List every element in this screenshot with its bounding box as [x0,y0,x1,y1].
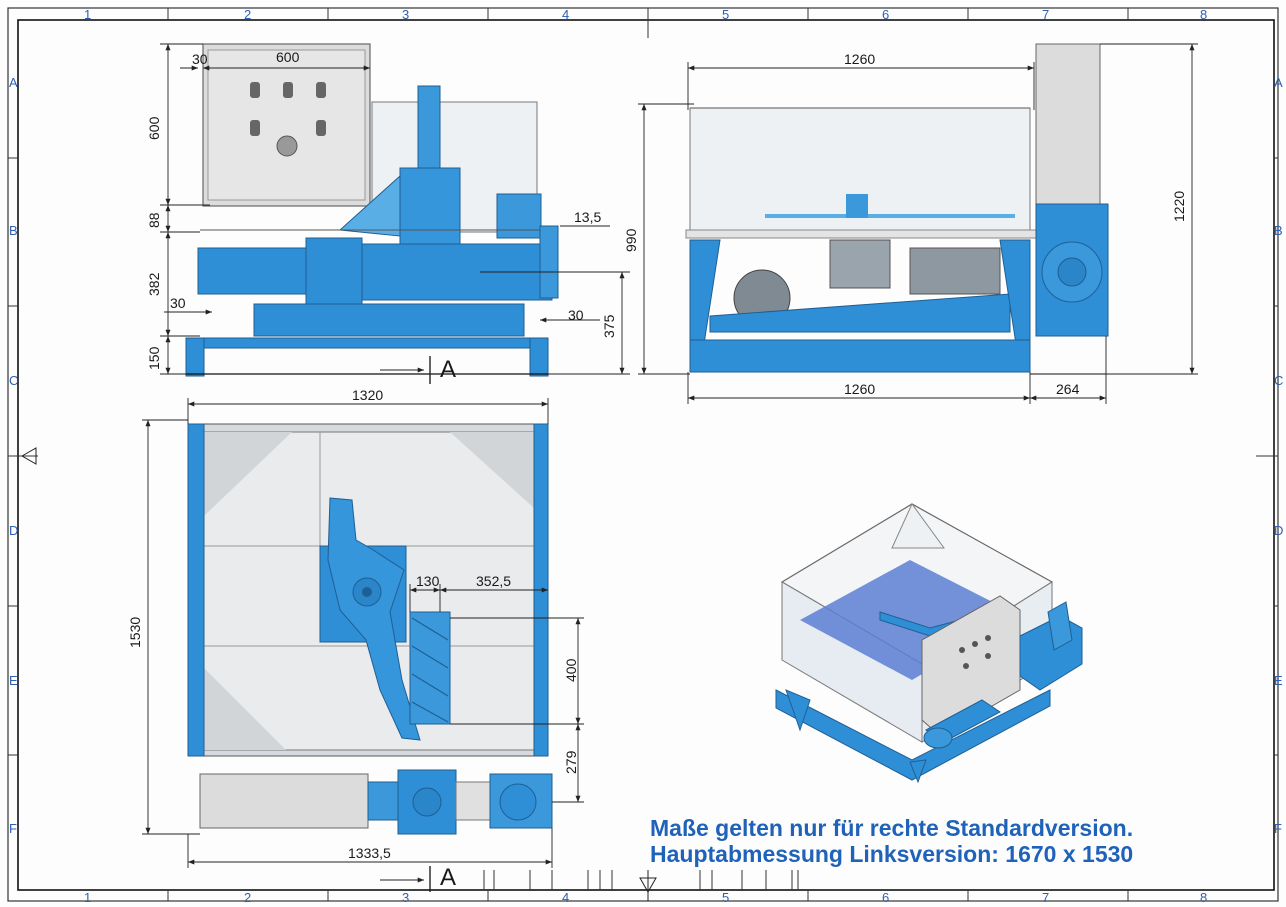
grid-row-c-left: C [9,373,19,388]
grid-row-a-left: A [9,75,18,90]
grid-col-5-top: 5 [722,7,730,22]
front-dimensions [160,43,630,384]
grid-row-b-right: B [1274,223,1283,238]
dim-side-overall-height: 1220 [1171,190,1187,222]
note-line-2: Hauptabmessung Linksversion: 1670 x 1530 [650,841,1134,868]
dim-front-right-height: 375 [601,314,617,338]
grid-col-1-top: 1 [84,7,92,22]
dim-side-top-length: 1260 [844,51,876,67]
dimension-note: Maße gelten nur für rechte Standardversi… [650,815,1133,868]
dim-top-screw-to-bottom: 279 [563,750,579,774]
dim-front-right-offset: 30 [568,307,584,323]
dim-front-foot: 150 [146,346,162,370]
front-view [185,43,559,377]
grid-col-4-bottom: 4 [562,890,570,905]
dim-front-gap: 88 [146,212,162,228]
dim-top-screw-to-edge: 352,5 [476,573,512,589]
dim-top-screw-length: 400 [563,658,579,682]
isometric-view [775,503,1083,784]
drawing-frame [7,7,1279,902]
side-dimensions [638,43,1198,404]
grid-col-7-bottom: 7 [1042,890,1050,905]
dim-top-overall-width: 1333,5 [348,845,391,861]
grid-col-6-top: 6 [882,7,890,22]
top-dimensions [142,398,584,892]
grid-row-a-right: A [1274,75,1283,90]
grid-col-2-bottom: 2 [244,890,252,905]
dim-top-depth: 1530 [127,616,143,648]
dim-side-motor-width: 264 [1056,381,1080,397]
grid-row-d-right: D [1274,523,1284,538]
grid-row-e-left: E [9,673,18,688]
dim-front-offset-left: 30 [192,51,208,67]
grid-col-3-top: 3 [402,7,410,22]
grid-col-4-top: 4 [562,7,570,22]
grid-col-3-bottom: 3 [402,890,410,905]
grid-row-f-left: F [9,821,17,836]
dim-front-panel-height: 600 [146,116,162,140]
dim-top-screw-offset: 130 [416,573,440,589]
grid-row-f-right: F [1274,821,1282,836]
grid-col-5-bottom: 5 [722,890,730,905]
section-marker-top: A [440,356,457,383]
grid-col-7-top: 7 [1042,7,1050,22]
grid-col-2-top: 2 [244,7,252,22]
section-marker-bottom: A [440,864,457,891]
dim-top-width: 1320 [352,387,384,403]
grid-col-8-top: 8 [1200,7,1208,22]
top-view [187,423,553,835]
dim-front-frame-offset: 30 [170,295,186,311]
grid-row-d-left: D [9,523,19,538]
grid-col-6-bottom: 6 [882,890,890,905]
dim-side-bottom-length: 1260 [844,381,876,397]
grid-col-1-bottom: 1 [84,890,92,905]
grid-row-b-left: B [9,223,18,238]
dim-front-body-height: 382 [146,272,162,296]
grid-row-e-right: E [1274,673,1283,688]
grid-col-8-bottom: 8 [1200,890,1208,905]
grid-row-c-right: C [1274,373,1284,388]
dim-front-width: 600 [276,49,300,65]
side-view [685,43,1109,375]
dim-side-total-height: 990 [623,228,639,252]
note-line-1: Maße gelten nur für rechte Standardversi… [650,815,1134,841]
dim-front-flange: 13,5 [574,209,602,225]
